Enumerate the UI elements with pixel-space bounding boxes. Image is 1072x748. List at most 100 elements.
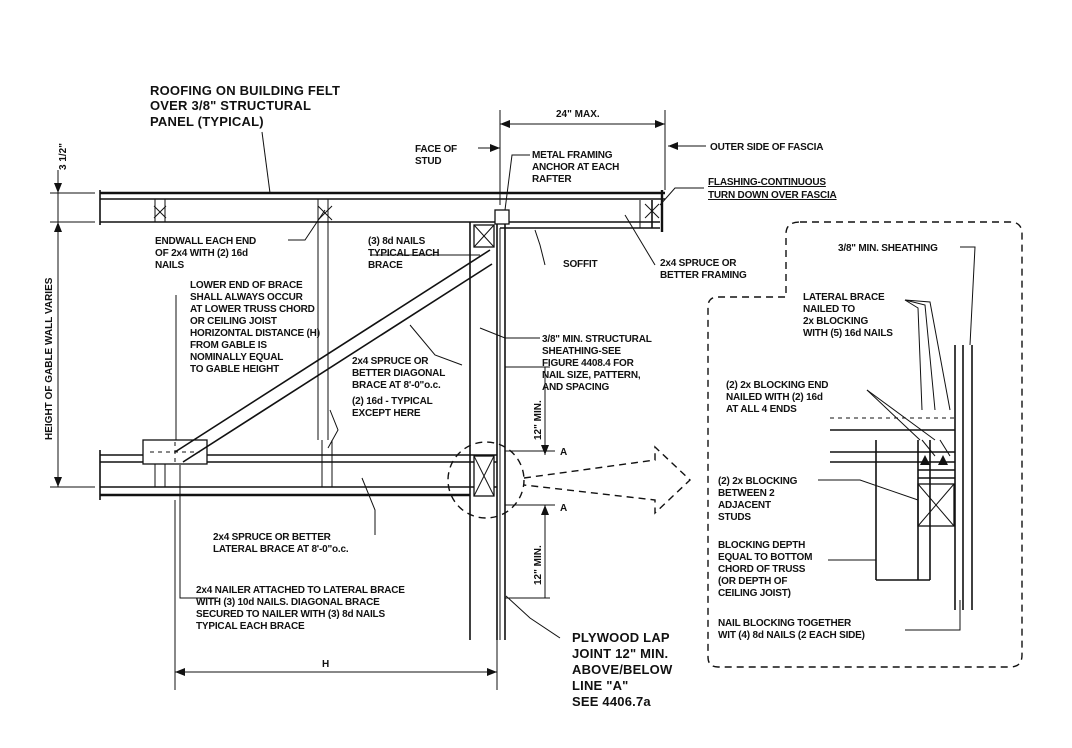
detail-blocking-between: (2) 2x BLOCKING BETWEEN 2 ADJACENT STUDS xyxy=(718,476,798,523)
note-endwall-2: OF 2x4 WITH (2) 16d xyxy=(155,248,248,259)
detail-nail-together-1: NAIL BLOCKING TOGETHER xyxy=(718,618,852,629)
note-roofing-2: OVER 3/8" STRUCTURAL xyxy=(150,98,311,113)
note-lower-end-4: OR CEILING JOIST xyxy=(190,316,277,327)
note-spruce-framing-2: BETTER FRAMING xyxy=(660,270,747,281)
note-flashing: FLASHING-CONTINUOUS TURN DOWN OVER FASCI… xyxy=(708,177,837,201)
note-lower-end-7: NOMINALLY EQUAL xyxy=(190,352,283,363)
note-structural-sheathing-5: AND SPACING xyxy=(542,382,609,393)
detail-blocking-between-1: (2) 2x BLOCKING xyxy=(718,476,798,487)
note-diagonal-brace-3: BRACE AT 8'-0"o.c. xyxy=(352,380,441,391)
detail-sheathing-min: 3/8" MIN. SHEATHING xyxy=(838,243,938,254)
note-nailer-3: SECURED TO NAILER WITH (3) 8d NAILS xyxy=(196,609,385,620)
note-nailer: 2x4 NAILER ATTACHED TO LATERAL BRACE WIT… xyxy=(196,585,405,632)
detail-blocking-depth-5: CEILING JOIST) xyxy=(718,588,791,599)
note-lower-end-8: TO GABLE HEIGHT xyxy=(190,364,279,375)
note-nails-8d-3: BRACE xyxy=(368,260,403,271)
note-structural-sheathing: 3/8" MIN. STRUCTURAL SHEATHING-SEE FIGUR… xyxy=(542,334,652,393)
dimensions: 24" MAX. 3 1/2" HEIGHT OF GABLE WALL VAR… xyxy=(44,109,666,690)
note-plywood-lap-1: PLYWOOD LAP xyxy=(572,630,670,645)
note-spruce-framing: 2x4 SPRUCE OR BETTER FRAMING xyxy=(660,258,747,281)
note-nails-8d-2: TYPICAL EACH xyxy=(368,248,439,259)
note-roofing: ROOFING ON BUILDING FELT OVER 3/8" STRUC… xyxy=(150,83,340,129)
note-lower-end-1: LOWER END OF BRACE xyxy=(190,280,303,291)
note-structural-sheathing-3: FIGURE 4408.4 FOR xyxy=(542,358,635,369)
note-plywood-lap-2: JOINT 12" MIN. xyxy=(572,646,668,661)
note-metal-anchor-2: ANCHOR AT EACH xyxy=(532,162,619,173)
detail-lateral-brace-nailed-2: NAILED TO xyxy=(803,304,855,315)
detail-blocking-depth-2: EQUAL TO BOTTOM xyxy=(718,552,812,563)
note-diagonal-brace-2: BETTER DIAGONAL xyxy=(352,368,445,379)
note-nailer-1: 2x4 NAILER ATTACHED TO LATERAL BRACE xyxy=(196,585,405,596)
note-nails-16d: (2) 16d - TYPICAL EXCEPT HERE xyxy=(352,396,433,419)
detail-blocking-end-3: AT ALL 4 ENDS xyxy=(726,404,797,415)
note-face-of-stud: FACE OF STUD xyxy=(415,144,457,167)
detail-nail-together: NAIL BLOCKING TOGETHER WIT (4) 8d NAILS … xyxy=(718,618,865,641)
note-lateral-brace: 2x4 SPRUCE OR BETTER LATERAL BRACE AT 8'… xyxy=(213,532,349,555)
note-structural-sheathing-2: SHEATHING-SEE xyxy=(542,346,621,357)
note-plywood-lap-3: ABOVE/BELOW xyxy=(572,662,673,677)
detail-callout xyxy=(447,441,692,519)
detail-blocking-between-4: STUDS xyxy=(718,512,751,523)
note-nails-16d-2: EXCEPT HERE xyxy=(352,408,421,419)
line-a-upper: A xyxy=(560,447,567,458)
detail-box xyxy=(707,221,1023,668)
detail-lateral-brace-nailed-4: WITH (5) 16d NAILS xyxy=(803,328,893,339)
note-structural-sheathing-1: 3/8" MIN. STRUCTURAL xyxy=(542,334,652,345)
detail-lateral-brace-nailed: LATERAL BRACE NAILED TO 2x BLOCKING WITH… xyxy=(803,292,893,339)
note-nailer-2: WITH (3) 10d NAILS. DIAGONAL BRACE xyxy=(196,597,380,608)
note-metal-anchor-3: RAFTER xyxy=(532,174,572,185)
leader-lines xyxy=(175,131,976,639)
note-face-of-stud-1: FACE OF xyxy=(415,144,457,155)
note-lower-end-6: FROM GABLE IS xyxy=(190,340,267,351)
detail-blocking-depth-1: BLOCKING DEPTH xyxy=(718,540,805,551)
detail-blocking-depth: BLOCKING DEPTH EQUAL TO BOTTOM CHORD OF … xyxy=(718,540,812,599)
note-face-of-stud-2: STUD xyxy=(415,156,441,167)
detail-blocking-end-1: (2) 2x BLOCKING END xyxy=(726,380,828,391)
note-roofing-1: ROOFING ON BUILDING FELT xyxy=(150,83,340,98)
note-lateral-brace-1: 2x4 SPRUCE OR BETTER xyxy=(213,532,332,543)
note-lateral-brace-2: LATERAL BRACE AT 8'-0"o.c. xyxy=(213,544,349,555)
dim-h: H xyxy=(322,659,329,670)
note-endwall-1: ENDWALL EACH END xyxy=(155,236,256,247)
line-a-lower: A xyxy=(560,503,567,514)
note-diagonal-brace-1: 2x4 SPRUCE OR xyxy=(352,356,429,367)
note-lower-end-2: SHALL ALWAYS OCCUR xyxy=(190,292,304,303)
note-endwall-3: NAILS xyxy=(155,260,185,271)
note-metal-anchor: METAL FRAMING ANCHOR AT EACH RAFTER xyxy=(532,150,619,185)
note-nails-8d: (3) 8d NAILS TYPICAL EACH BRACE xyxy=(368,236,440,271)
main-framing xyxy=(99,190,665,640)
note-outer-fascia: OUTER SIDE OF FASCIA xyxy=(710,142,823,153)
note-structural-sheathing-4: NAIL SIZE, PATTERN, xyxy=(542,370,641,381)
note-flashing-1: FLASHING-CONTINUOUS xyxy=(708,177,826,188)
dim-12-min-upper: 12" MIN. xyxy=(533,400,544,440)
note-lower-end-3: AT LOWER TRUSS CHORD xyxy=(190,304,315,315)
dim-gable-height: HEIGHT OF GABLE WALL VARIES xyxy=(44,277,55,440)
note-endwall: ENDWALL EACH END OF 2x4 WITH (2) 16d NAI… xyxy=(155,236,256,271)
detail-lateral-brace-nailed-1: LATERAL BRACE xyxy=(803,292,885,303)
note-lower-end: LOWER END OF BRACE SHALL ALWAYS OCCUR AT… xyxy=(190,280,320,375)
detail-blocking-between-3: ADJACENT xyxy=(718,500,771,511)
detail-blocking-depth-4: (OR DEPTH OF xyxy=(718,576,787,587)
dim-three-half: 3 1/2" xyxy=(58,143,69,170)
note-nailer-4: TYPICAL EACH BRACE xyxy=(196,621,305,632)
note-plywood-lap-5: SEE 4406.7a xyxy=(572,694,651,709)
note-roofing-3: PANEL (TYPICAL) xyxy=(150,114,264,129)
note-lower-end-5: HORIZONTAL DISTANCE (H) xyxy=(190,328,320,339)
note-flashing-2: TURN DOWN OVER FASCIA xyxy=(708,190,837,201)
note-plywood-lap: PLYWOOD LAP JOINT 12" MIN. ABOVE/BELOW L… xyxy=(572,630,673,709)
detail-lateral-brace-nailed-3: 2x BLOCKING xyxy=(803,316,868,327)
dim-12-min-lower: 12" MIN. xyxy=(533,545,544,585)
note-plywood-lap-4: LINE "A" xyxy=(572,678,629,693)
note-spruce-framing-1: 2x4 SPRUCE OR xyxy=(660,258,737,269)
note-soffit: SOFFIT xyxy=(563,259,597,270)
note-metal-anchor-1: METAL FRAMING xyxy=(532,150,613,161)
detail-blocking-end-2: NAILED WITH (2) 16d xyxy=(726,392,823,403)
note-diagonal-brace: 2x4 SPRUCE OR BETTER DIAGONAL BRACE AT 8… xyxy=(352,356,445,391)
detail-blocking-depth-3: CHORD OF TRUSS xyxy=(718,564,806,575)
detail-nail-together-2: WIT (4) 8d NAILS (2 EACH SIDE) xyxy=(718,630,865,641)
dim-24-max: 24" MAX. xyxy=(556,109,600,120)
note-nails-8d-1: (3) 8d NAILS xyxy=(368,236,426,247)
note-nails-16d-1: (2) 16d - TYPICAL xyxy=(352,396,433,407)
nail-marks xyxy=(153,203,660,221)
